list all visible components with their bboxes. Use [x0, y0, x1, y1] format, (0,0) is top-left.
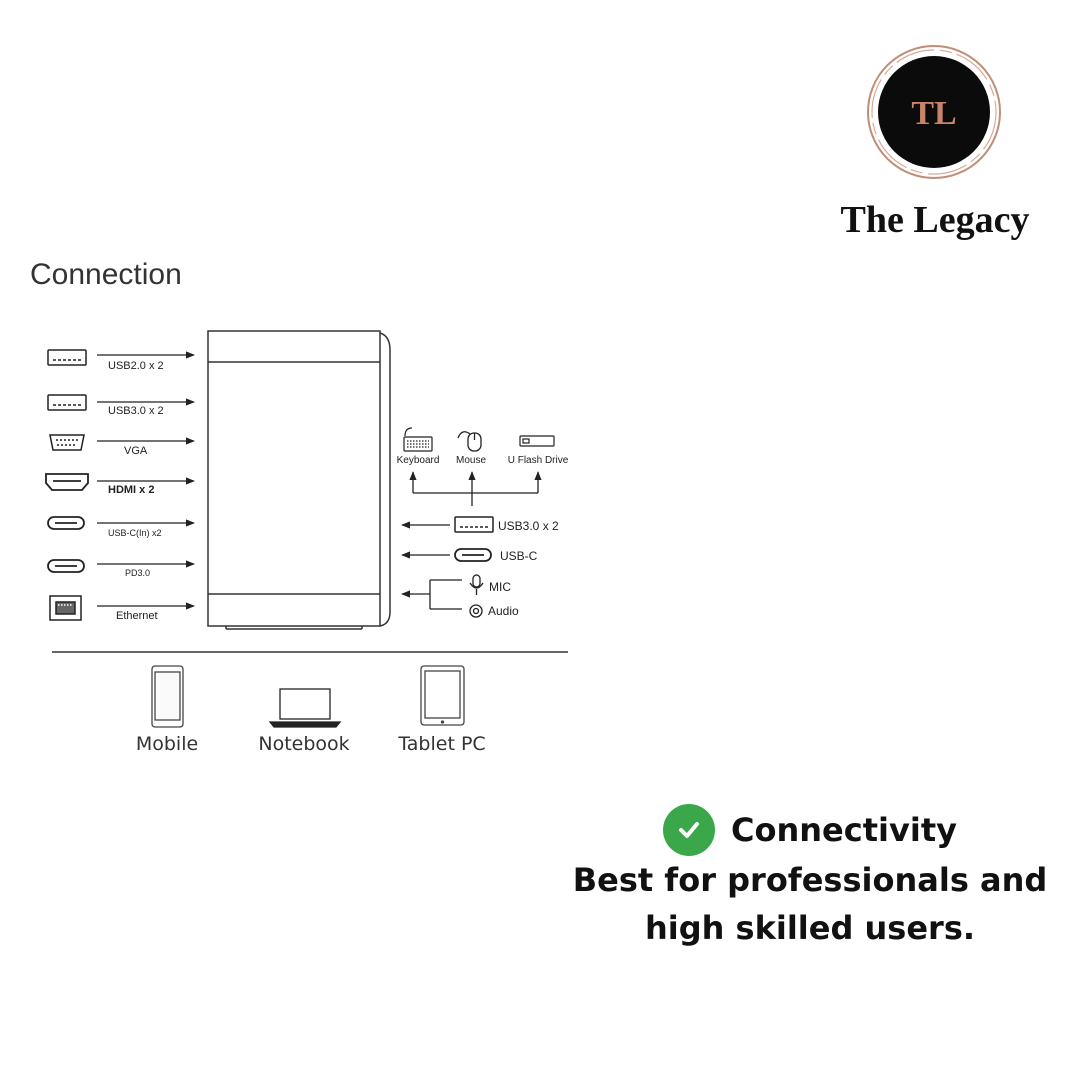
laptop-icon	[268, 688, 342, 728]
mouse-icon	[457, 431, 482, 452]
microphone-icon	[469, 574, 484, 595]
tablet-icon	[420, 665, 465, 726]
mobile-phone-icon	[151, 665, 184, 728]
ethernet-icon	[49, 595, 82, 621]
port-label-usb3: USB3.0 x 2	[108, 405, 164, 417]
usb-a-icon	[47, 349, 87, 366]
port-label-front-usb3: USB3.0 x 2	[498, 519, 559, 533]
device-label-tablet: Tablet PC	[398, 733, 486, 755]
diagram-title: Connection	[30, 258, 182, 291]
hdmi-icon	[45, 473, 89, 491]
docking-station-body	[207, 330, 391, 630]
brand-logo: TL	[867, 45, 1001, 179]
peripheral-label-flash-drive: U Flash Drive	[507, 455, 569, 466]
feature-callout: Connectivity Best for professionals and …	[560, 804, 1060, 952]
usb-a-icon	[454, 516, 494, 533]
feature-title-row: Connectivity	[560, 804, 1060, 856]
port-label-vga: VGA	[124, 445, 148, 457]
feature-description: Best for professionals and high skilled …	[560, 856, 1060, 952]
check-circle-icon	[663, 804, 716, 856]
port-label-usb-c-in: USB-C(In) x2	[108, 528, 162, 538]
port-label-mic: MIC	[489, 580, 511, 594]
peripheral-label-mouse: Mouse	[455, 455, 487, 466]
audio-jack-icon	[469, 604, 483, 618]
brand-name: The Legacy	[840, 199, 1030, 241]
port-label-usb2: USB2.0 x 2	[108, 360, 164, 372]
usb-a-icon	[47, 394, 87, 411]
usb-flash-drive-icon	[519, 435, 555, 447]
keyboard-icon	[403, 427, 433, 452]
device-label-notebook: Notebook	[258, 733, 350, 755]
device-label-mobile: Mobile	[135, 733, 199, 755]
peripheral-connector	[409, 471, 542, 506]
feature-title: Connectivity	[731, 811, 957, 849]
port-label-front-usb-c: USB-C	[500, 549, 538, 563]
port-label-ethernet: Ethernet	[116, 610, 158, 622]
usb-c-icon	[47, 516, 85, 530]
brand-monogram: TL	[911, 95, 956, 132]
feature-description-line-2: high skilled users.	[644, 909, 976, 947]
usb-c-icon	[454, 548, 492, 562]
left-port-arrows	[97, 351, 195, 610]
port-label-audio: Audio	[488, 604, 519, 618]
feature-description-line-1: Best for professionals and	[572, 861, 1048, 899]
usb-c-icon	[47, 559, 85, 573]
right-port-arrows	[401, 521, 462, 610]
vga-icon	[49, 434, 85, 451]
port-label-hdmi: HDMI x 2	[108, 484, 155, 496]
peripheral-label-keyboard: Keyboard	[396, 455, 440, 466]
port-label-pd: PD3.0	[125, 568, 151, 578]
